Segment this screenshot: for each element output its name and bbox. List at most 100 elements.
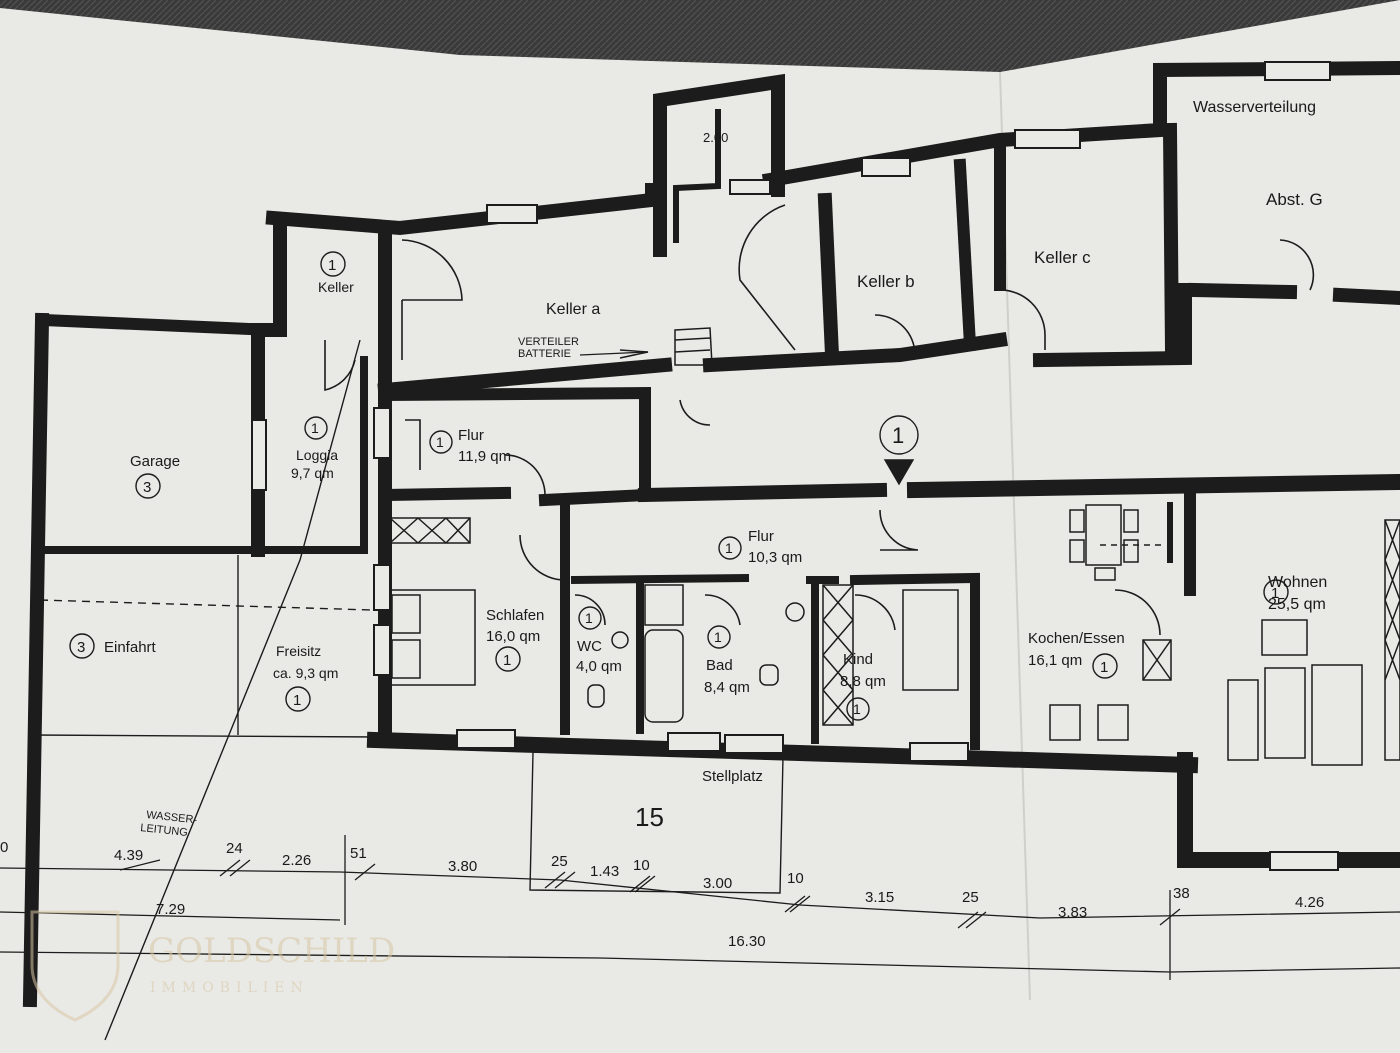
unit-marker xyxy=(429,430,453,454)
label-verteiler: VERTEILER xyxy=(518,336,579,348)
dimension-label: 16.30 xyxy=(728,933,766,950)
dimension-label: 24 xyxy=(226,840,243,857)
room-area-wc: 4,0 qm xyxy=(576,658,622,675)
label-batterie: BATTERIE xyxy=(518,348,571,360)
furniture xyxy=(389,327,1400,766)
watermark-name: GOLDSCHILD xyxy=(148,931,395,971)
unit-number: 1 xyxy=(1100,659,1108,676)
unit-marker xyxy=(718,536,742,560)
area-label-einfahrt: Einfahrt xyxy=(104,639,157,656)
room-label-loggia: Loggia xyxy=(296,447,338,463)
dimension-numbers: 0 4.39 24 2.26 51 3.80 25 1.43 10 3.00 1… xyxy=(0,839,1324,950)
unit-number: 1 xyxy=(503,652,511,669)
dimension-label: 4.39 xyxy=(114,847,143,864)
room-label-flur-2: Flur xyxy=(748,528,774,545)
section-marker xyxy=(879,415,919,455)
room-label-garage: Garage xyxy=(130,453,180,470)
unit-number: 1 xyxy=(1271,585,1279,602)
dimension-label: 25 xyxy=(551,853,568,870)
parking-number: 15 xyxy=(635,802,664,832)
dimension-label: 38 xyxy=(1173,885,1190,902)
unit-marker xyxy=(578,606,602,630)
unit-number: 1 xyxy=(311,420,319,436)
unit-marker xyxy=(320,251,346,277)
section-number: 1 xyxy=(892,423,904,448)
shower-icon xyxy=(644,584,684,626)
area-label-stellplatz: Stellplatz xyxy=(702,768,763,785)
unit-number: 1 xyxy=(436,434,444,450)
unit-markers xyxy=(69,251,1289,721)
unit-marker xyxy=(846,697,870,721)
area-label-freisitz: Freisitz xyxy=(276,643,321,659)
room-area-schlafen: 16,0 qm xyxy=(486,628,540,645)
dimension-label: 0 xyxy=(0,839,8,856)
unit-marker xyxy=(285,686,311,712)
room-labels: Wasserverteilung Abst. G 2.00 Keller Kel… xyxy=(104,99,1327,839)
dimension-label: 51 xyxy=(350,845,367,862)
unit-number: 1 xyxy=(853,701,861,717)
room-area-kind: 8,8 qm xyxy=(840,673,886,690)
unit-marker xyxy=(135,473,161,499)
doors xyxy=(324,204,1315,636)
unit-number: 1 xyxy=(328,257,336,274)
bathtub-icon xyxy=(644,629,684,723)
room-label-wohnen: Wohnen xyxy=(1268,574,1327,591)
room-area-flur-1: 11,9 qm xyxy=(458,448,511,465)
dimension-label: 1.43 xyxy=(590,863,619,880)
room-label-flur-1: Flur xyxy=(458,427,484,444)
outline-lines xyxy=(29,339,1165,1041)
unit-marker xyxy=(1263,579,1289,605)
unit-marker xyxy=(1092,653,1118,679)
dimension-label: 3.00 xyxy=(703,875,732,892)
label-wasserleitung-2: LEITUNG xyxy=(140,822,189,839)
room-label-keller-c: Keller c xyxy=(1034,248,1091,267)
room-label-keller-b: Keller b xyxy=(857,272,915,291)
unit-marker xyxy=(495,646,521,672)
windows xyxy=(251,61,1339,871)
room-label-keller: Keller xyxy=(318,279,354,295)
watermark: GOLDSCHILD IMMOBILIEN xyxy=(30,910,395,1022)
watermark-tagline: IMMOBILIEN xyxy=(150,980,309,996)
unit-marker-numbers: 1 1 1 3 1 1 1 1 3 1 1 1 1 1 xyxy=(77,257,1279,717)
small-dimension-label: 2.00 xyxy=(703,130,728,145)
label-wasserleitung-1: WASSER- xyxy=(146,809,198,826)
room-label-abst-g: Abst. G xyxy=(1266,190,1323,209)
unit-marker xyxy=(304,416,328,440)
room-label-wc: WC xyxy=(577,638,602,655)
room-area-bad: 8,4 qm xyxy=(704,679,750,696)
room-area-wohnen: 25,5 qm xyxy=(1268,596,1326,613)
unit-number: 3 xyxy=(77,639,85,656)
shield-logo-icon xyxy=(30,910,120,1022)
toilet-icon xyxy=(587,684,605,708)
room-label-bad: Bad xyxy=(706,657,733,674)
unit-number: 1 xyxy=(293,692,301,709)
dimension-label: 10 xyxy=(787,870,804,887)
room-label-kochen-essen: Kochen/Essen xyxy=(1028,630,1125,647)
dimension-label: 3.83 xyxy=(1058,904,1087,921)
dimension-label: 10 xyxy=(633,857,650,874)
room-area-flur-2: 10,3 qm xyxy=(748,549,802,566)
dimension-label: 7.29 xyxy=(156,901,185,918)
area-size-freisitz: ca. 9,3 qm xyxy=(273,665,338,681)
unit-marker xyxy=(707,625,731,649)
dimension-label: 3.15 xyxy=(865,889,894,906)
section-arrow-icon xyxy=(883,459,915,486)
dimension-label: 2.26 xyxy=(282,852,311,869)
room-area-kochen-essen: 16,1 qm xyxy=(1028,652,1082,669)
dimension-label: 25 xyxy=(962,889,979,906)
unit-number: 1 xyxy=(714,629,722,645)
unit-number: 1 xyxy=(585,610,593,626)
unit-number: 3 xyxy=(143,479,151,496)
room-label-schlafen: Schlafen xyxy=(486,607,544,624)
unit-marker xyxy=(69,633,95,659)
room-label-keller-a: Keller a xyxy=(546,301,600,318)
bed-icon xyxy=(389,589,476,686)
dimension-label: 4.26 xyxy=(1295,894,1324,911)
room-label-wasserverteilung: Wasserverteilung xyxy=(1193,99,1316,116)
room-area-loggia: 9,7 qm xyxy=(291,465,334,481)
unit-number: 1 xyxy=(725,540,733,556)
room-label-kind: Kind xyxy=(843,651,873,668)
dimension-label: 3.80 xyxy=(448,858,477,875)
